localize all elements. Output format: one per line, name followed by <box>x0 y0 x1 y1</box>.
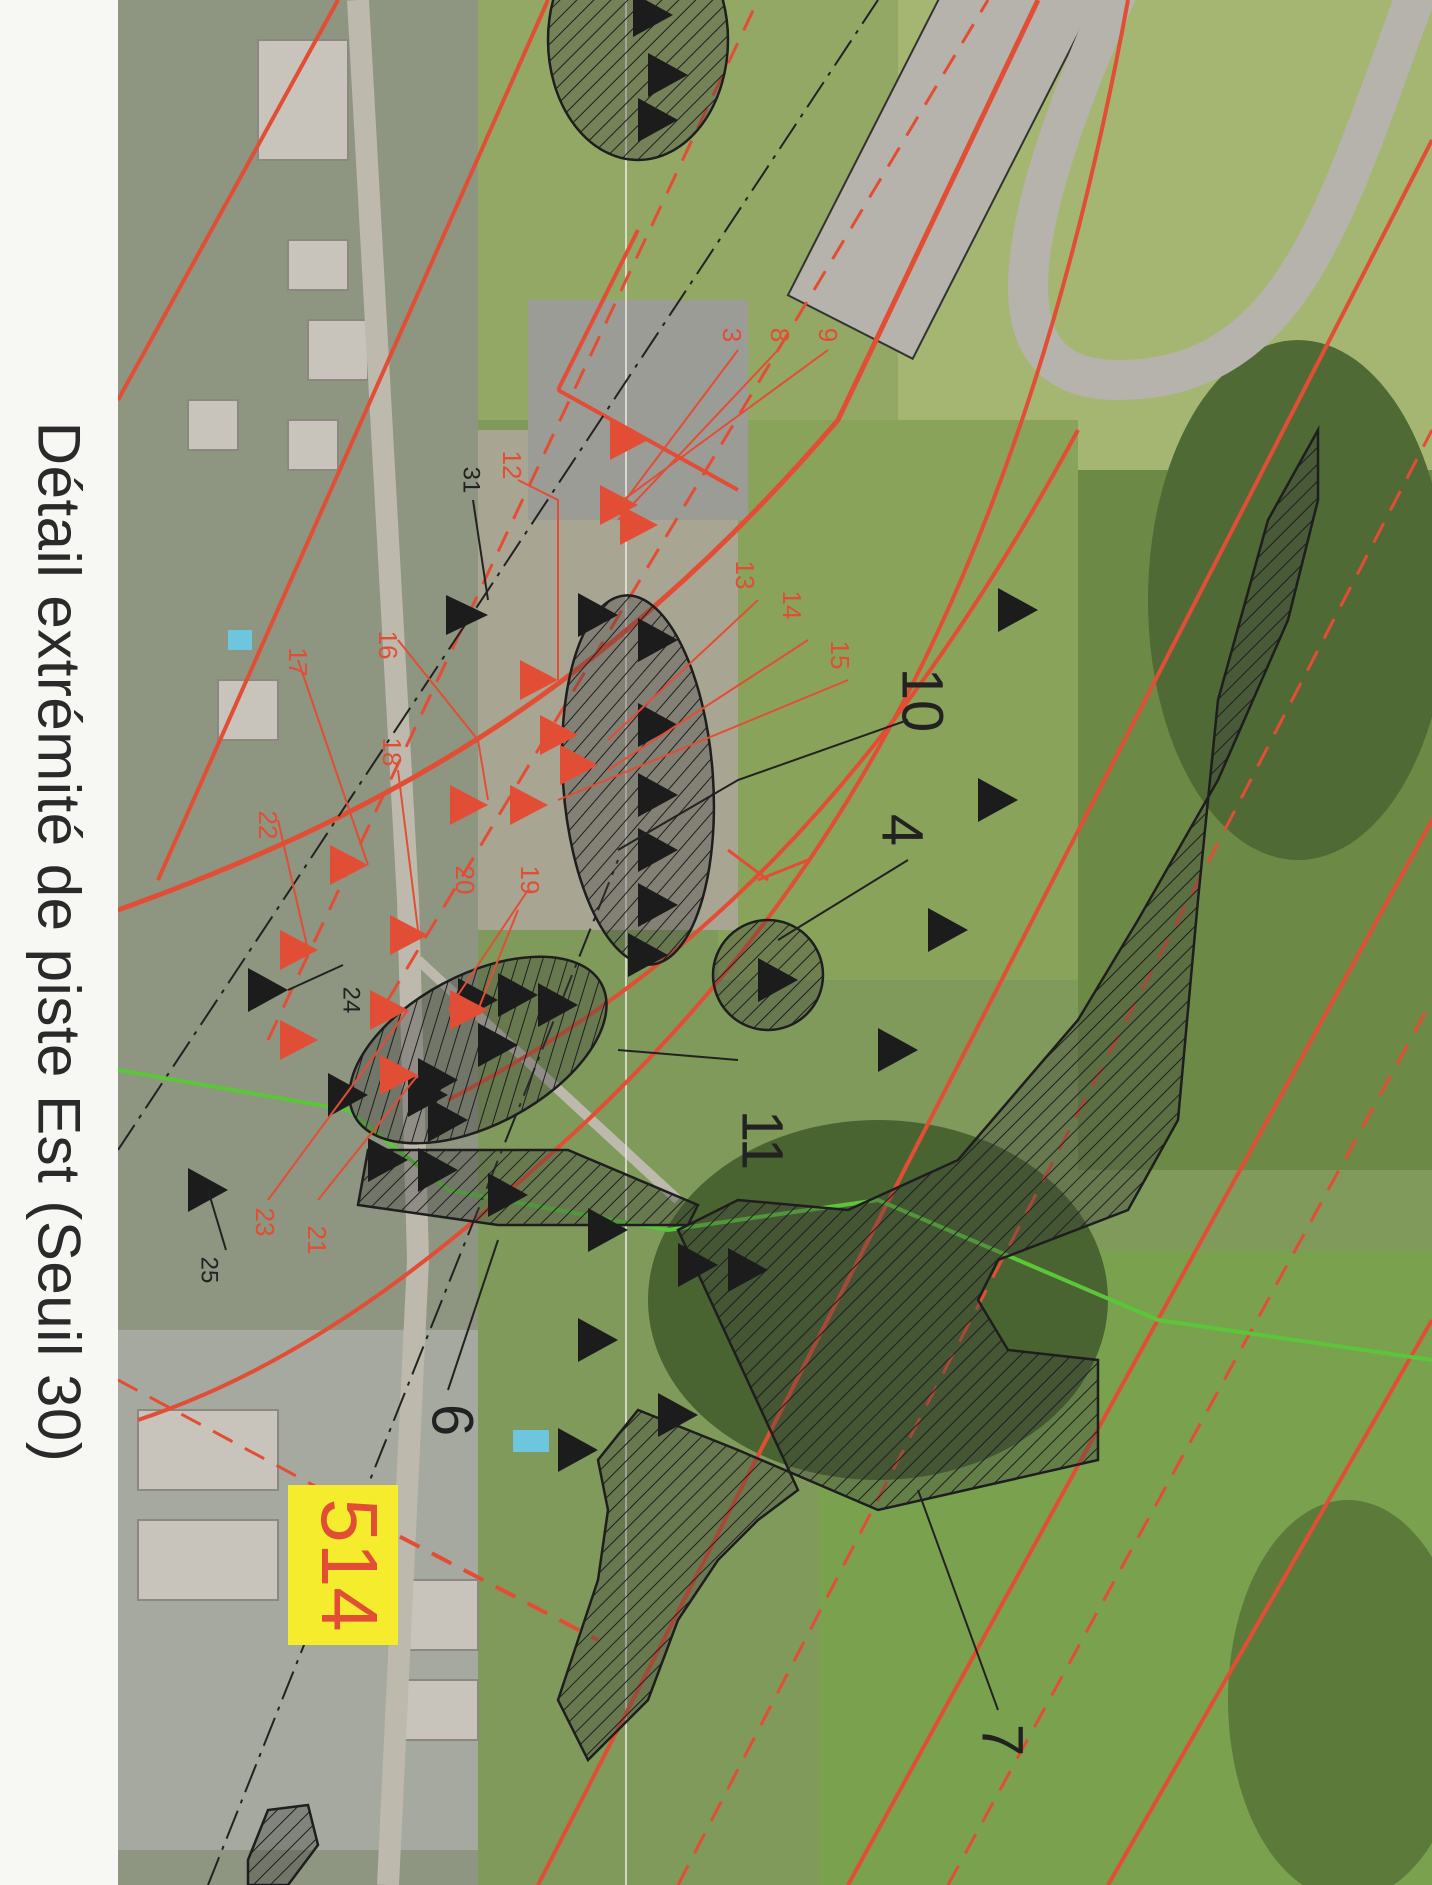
obstacle-label-14: 14 <box>777 591 807 620</box>
obstacle-label-20: 20 <box>450 866 480 895</box>
black-obstacle-labels: 24 25 31 <box>196 467 485 1284</box>
obstacle-label-12: 12 <box>497 451 527 480</box>
obstacle-label-3: 3 <box>717 328 747 342</box>
zone-top <box>546 0 730 162</box>
obstacle-label-25: 25 <box>196 1257 223 1284</box>
black-obstacle-markers <box>188 0 1038 1472</box>
zone-labels: 4 6 7 10 11 <box>420 668 1035 1756</box>
obstacle-label-17: 17 <box>283 648 313 677</box>
zone-label-10: 10 <box>890 668 955 733</box>
boundary-line <box>118 1068 1432 1362</box>
zone-label-4: 4 <box>870 814 935 846</box>
obstacle-label-24: 24 <box>338 987 365 1014</box>
aerial-map: 514 4 6 7 10 11 3 8 9 12 13 14 15 16 17 <box>118 0 1432 1885</box>
obstacle-label-23: 23 <box>250 1208 280 1237</box>
obstacle-label-9: 9 <box>813 328 843 342</box>
zone-bottom <box>246 1803 320 1885</box>
red-obstacle-markers <box>280 420 658 1095</box>
zone-label-11: 11 <box>730 1110 795 1170</box>
plot-label-514: 514 <box>288 1485 398 1645</box>
obstacle-label-19: 19 <box>515 866 545 895</box>
obstacle-label-16: 16 <box>373 631 403 660</box>
plot-label-text: 514 <box>305 1498 394 1631</box>
aerial-background <box>118 0 1432 1885</box>
obstacle-label-13: 13 <box>730 561 760 590</box>
obstacle-label-15: 15 <box>825 641 855 670</box>
page-title: Détail extrémité de piste Est (Seuil 30) <box>25 421 93 1463</box>
zone-label-6: 6 <box>420 1404 485 1436</box>
red-obstacle-labels: 3 8 9 12 13 14 15 16 17 18 19 20 21 22 2… <box>250 328 855 1255</box>
leader-lines <box>267 349 849 1201</box>
obstacle-label-18: 18 <box>377 738 407 767</box>
zone-label-7: 7 <box>970 1724 1035 1756</box>
runway-axis <box>118 0 879 1151</box>
obstacle-label-31: 31 <box>458 467 485 494</box>
obstacle-label-21: 21 <box>302 1226 332 1255</box>
zone-7 <box>556 425 1320 1763</box>
obstacle-label-22: 22 <box>253 811 283 840</box>
black-leader-lines <box>207 499 999 1711</box>
map-canvas: 514 4 6 7 10 11 3 8 9 12 13 14 15 16 17 <box>118 0 1432 1885</box>
title-band: Détail extrémité de piste Est (Seuil 30) <box>0 0 120 1885</box>
obstacle-label-8: 8 <box>765 328 795 342</box>
